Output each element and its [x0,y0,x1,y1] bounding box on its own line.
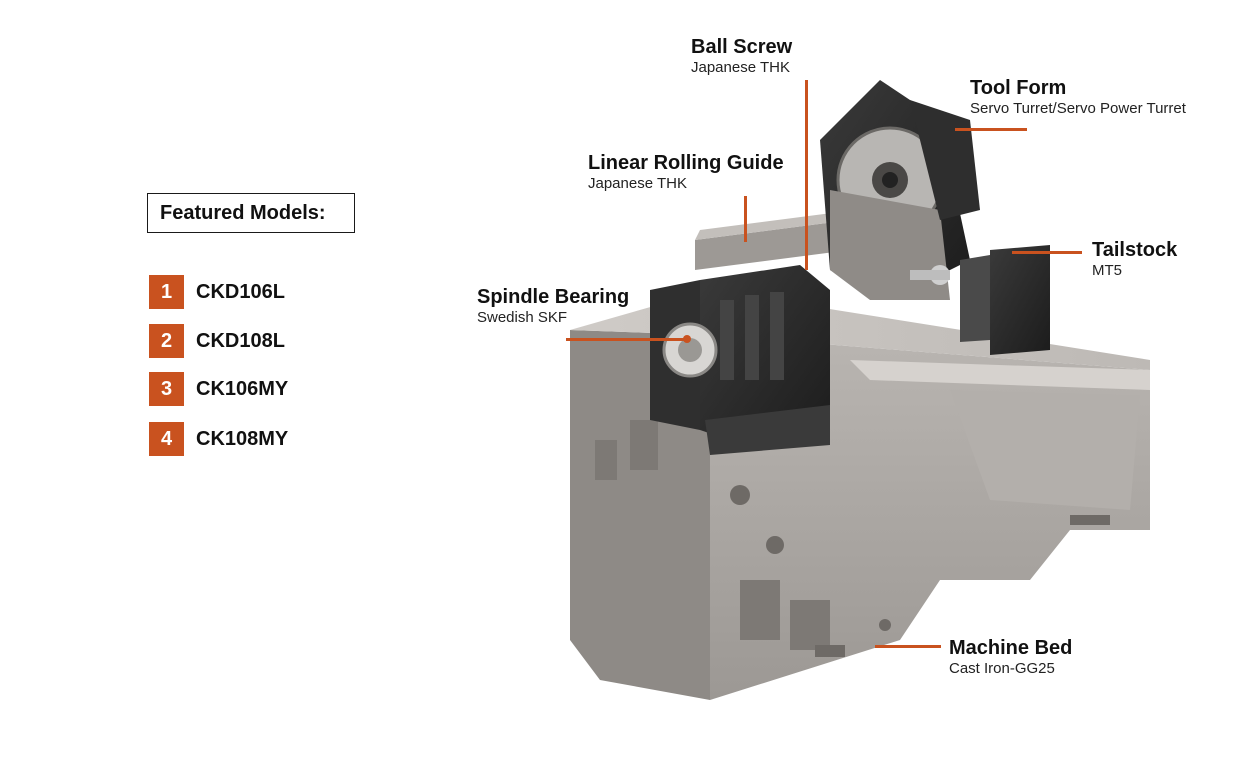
callout-subtitle: Servo Turret/Servo Power Turret [970,100,1186,117]
machine-bed-leader-line [875,645,941,648]
callout-subtitle: Cast Iron-GG25 [949,660,1055,677]
model-item-2: 2 CKD108L [149,324,285,358]
model-number-badge: 2 [149,324,184,358]
callout-title: Machine Bed [949,637,1073,659]
ball-screw-leader-line [805,80,808,270]
callout-subtitle: MT5 [1092,262,1122,279]
cnc-lathe-machine-image [570,80,1150,700]
spindle-leader-dot [683,335,691,343]
callout-title: Ball Screw [691,36,793,58]
model-name: CK108MY [196,427,289,450]
tool-form-leader-line [955,128,1027,131]
model-number-badge: 1 [149,275,184,309]
callout-spindle-bearing: Spindle Bearing Swedish SKF [477,286,629,326]
callout-tool-form: Tool Form Servo Turret/Servo Power Turre… [970,77,1186,117]
callout-machine-bed: Machine Bed Cast Iron-GG25 [949,637,1072,677]
featured-models-title: Featured Models: [160,201,326,224]
callout-subtitle: Japanese THK [588,175,687,192]
model-name: CK106MY [196,377,289,400]
callout-title: Tailstock [1092,239,1178,261]
callout-linear-rolling-guide: Linear Rolling Guide Japanese THK [588,152,784,192]
model-number-badge: 4 [149,422,184,456]
model-number-badge: 3 [149,372,184,406]
callout-ball-screw: Ball Screw Japanese THK [691,36,792,76]
featured-models-heading: Featured Models: [147,193,355,233]
callout-subtitle: Swedish SKF [477,309,568,326]
callout-title: Linear Rolling Guide [588,152,784,174]
model-item-4: 4 CK108MY [149,422,288,456]
callout-title: Spindle Bearing [477,286,630,308]
model-name: CKD106L [196,280,285,303]
tool-turret-shape [820,80,980,300]
spindle-headstock-shape [650,265,830,455]
spindle-leader-line [566,338,688,341]
tailstock-shape [910,245,1050,355]
linear-guide-rail-shape [695,210,855,270]
callout-subtitle: Japanese THK [691,59,790,76]
model-name: CKD108L [196,329,285,352]
linear-guide-leader-line [744,196,747,242]
tailstock-leader-line [1012,251,1082,254]
callout-tailstock: Tailstock MT5 [1092,239,1177,279]
callout-title: Tool Form [970,77,1067,99]
model-item-3: 3 CK106MY [149,372,288,406]
model-item-1: 1 CKD106L [149,275,285,309]
